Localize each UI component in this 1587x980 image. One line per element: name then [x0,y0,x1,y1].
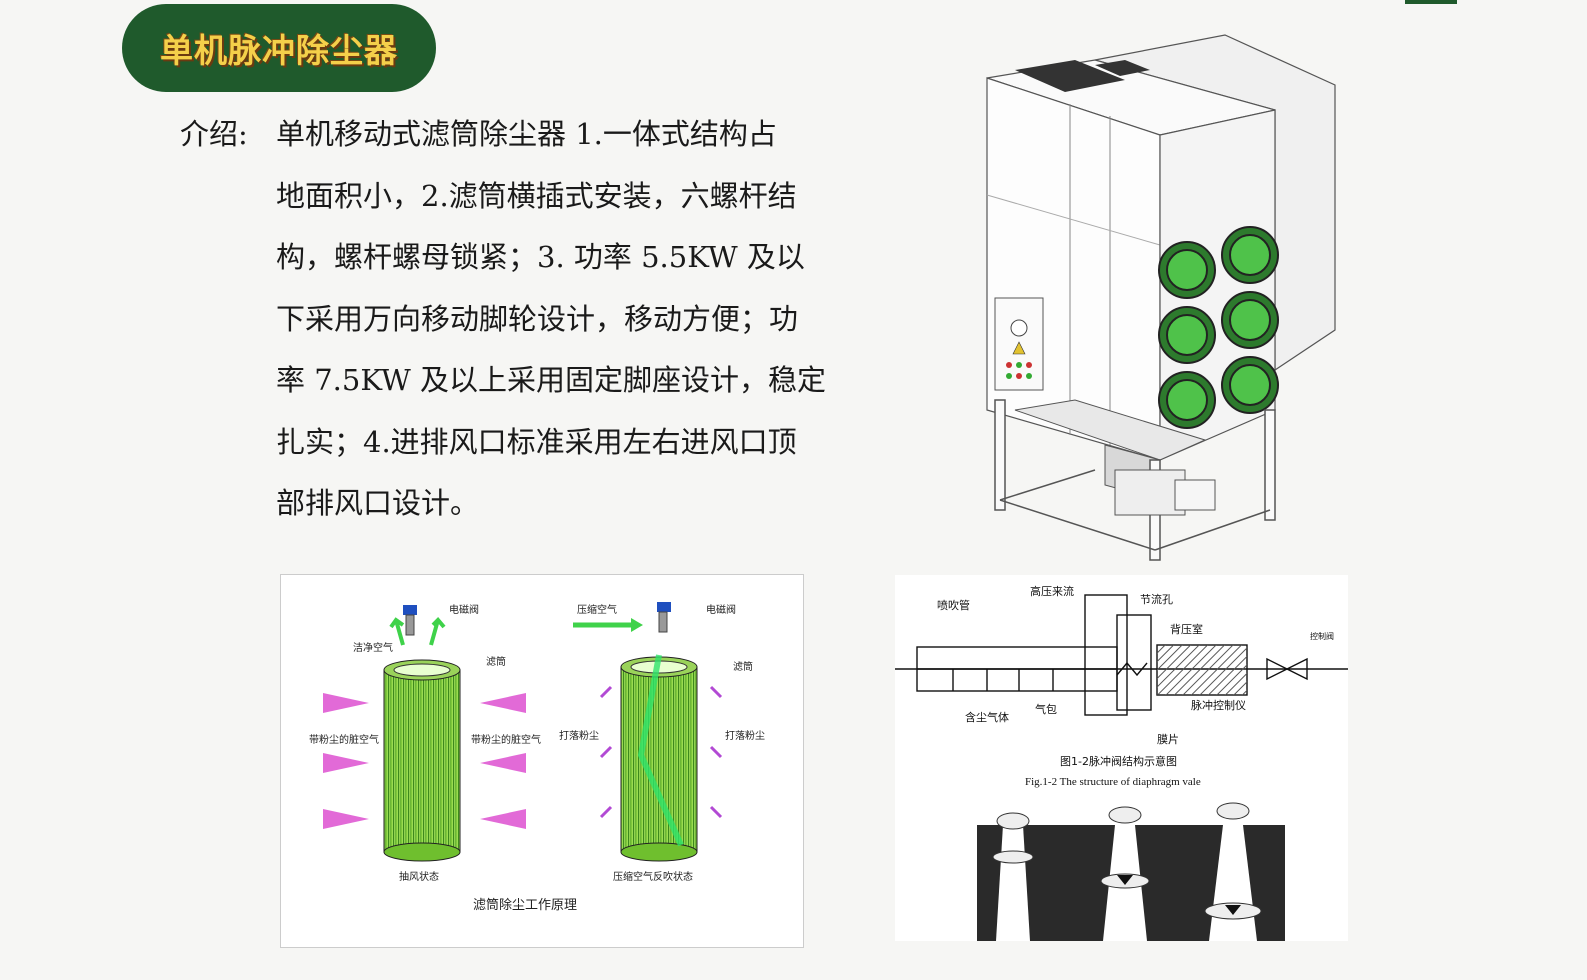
intro-body: 单机移动式滤筒除尘器 1.一体式结构占 地面积小，2.滤筒横插式安装，六螺杆结 … [276,104,860,535]
valve-caption-en: Fig.1-2 The structure of diaphragm vale [1025,776,1201,788]
label-compressed-air: 压缩空气 [577,603,617,616]
label-diaphragm: 膜片 [1157,733,1179,746]
label-pulse-controller: 脉冲控制仪 [1191,698,1246,712]
label-dusty-gas: 含尘气体 [965,710,1009,724]
intro-line: 地面积小，2.滤筒横插式安装，六螺杆结 [276,178,797,213]
filter-principle-figure: 电磁阀 洁净空气 滤筒 带粉尘的脏空气 带粉尘的脏空气 压缩空气 电磁阀 滤筒 … [280,574,804,948]
pulse-valve-figure: 喷吹管 高压来流 节流孔 背压室 控制阀 含尘气体 气包 膜片 脉冲控制仪 图1… [895,575,1348,941]
page-title-badge: 单机脉冲除尘器 [122,4,436,92]
label-throttle-hole: 节流孔 [1140,592,1173,606]
filter-figure-caption: 滤筒除尘工作原理 [473,897,577,913]
intro-line: 构，螺杆螺母锁紧；3. 功率 5.5KW 及以 [276,240,805,274]
intro-label: 介绍: [180,117,248,151]
label-suction-state: 抽风状态 [399,870,439,883]
label-dusty-air-left: 带粉尘的脏空气 [309,733,379,746]
intro-line: 部排风口设计。 [276,486,480,520]
label-cartridge-left: 滤筒 [486,655,506,668]
label-knock-dust-right: 打落粉尘 [725,729,765,742]
valve-caption-cn: 图1-2脉冲阀结构示意图 [1060,754,1177,768]
label-cartridge-right: 滤筒 [733,660,753,673]
label-knock-dust-left: 打落粉尘 [559,729,599,742]
page-title: 单机脉冲除尘器 [160,31,398,70]
intro-paragraph: 介绍: 单机移动式滤筒除尘器 1.一体式结构占 地面积小，2.滤筒横插式安装，六… [180,104,860,535]
intro-line: 率 7.5KW 及以上采用固定脚座设计，稳定 [276,363,826,397]
intro-line: 扎实；4.进排风口标准采用左右进风口顶 [276,424,797,459]
filter-principle-diagram: 电磁阀 洁净空气 滤筒 带粉尘的脏空气 带粉尘的脏空气 压缩空气 电磁阀 滤筒 … [309,602,765,913]
dust-collector-illustration [986,34,1336,561]
label-back-pressure: 背压室 [1170,622,1203,636]
pulse-valve-diagram: 喷吹管 高压来流 节流孔 背压室 控制阀 含尘气体 气包 膜片 脉冲控制仪 图1… [895,584,1348,941]
label-control-valve: 控制阀 [1310,631,1334,641]
label-valve-right: 电磁阀 [706,603,736,616]
label-valve-left: 电磁阀 [449,603,479,616]
corner-accent [1405,0,1457,4]
label-dusty-air-right: 带粉尘的脏空气 [471,733,541,746]
label-air-bag: 气包 [1035,702,1057,716]
intro-line: 下采用万向移动脚轮设计，移动方便；功 [276,301,799,336]
label-clean-air: 洁净空气 [353,641,393,654]
intro-line: 单机移动式滤筒除尘器 1.一体式结构占 [276,117,777,151]
label-high-pressure: 高压来流 [1030,584,1074,598]
label-blow-pipe: 喷吹管 [937,598,970,612]
label-backblow-state: 压缩空气反吹状态 [613,870,693,883]
